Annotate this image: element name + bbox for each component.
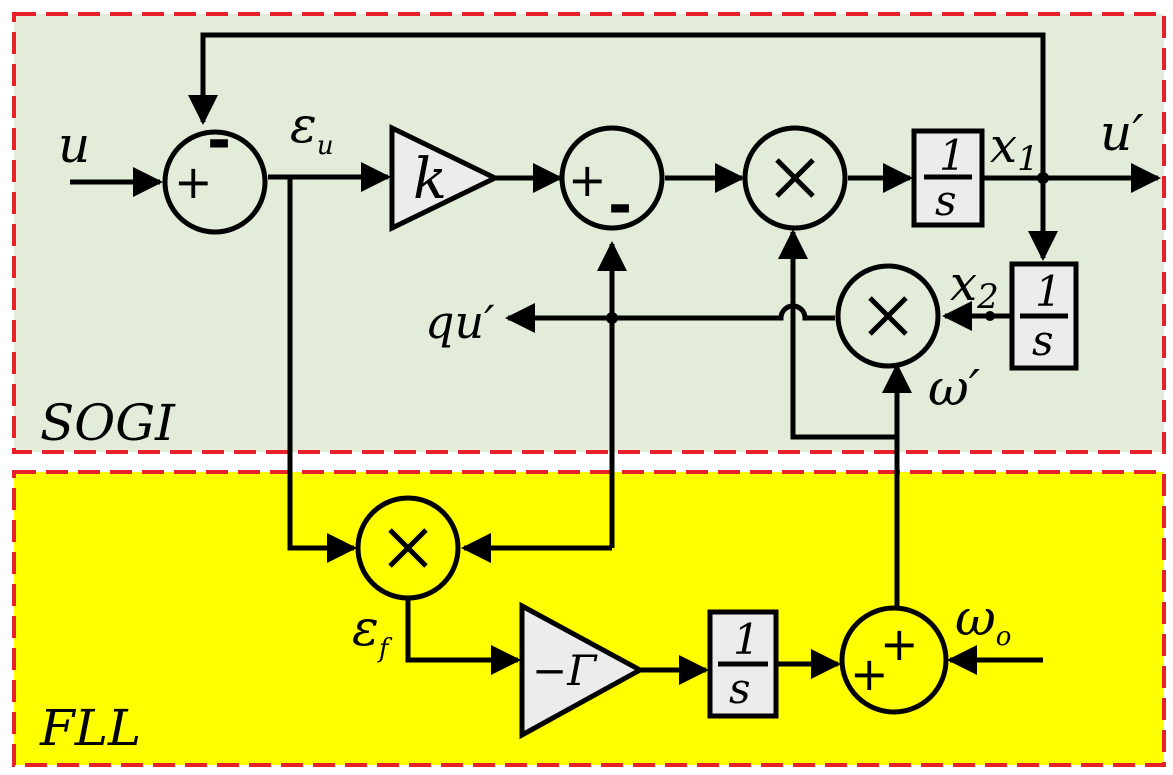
fll-integrator-denominator: s	[729, 664, 751, 713]
second-sum-plus-sign: +	[568, 153, 607, 207]
omega-estimate-label: ω′	[928, 359, 981, 417]
wire-feedback-top	[188, 32, 1046, 178]
fll-region	[12, 470, 1166, 767]
sogi-region	[12, 12, 1166, 454]
wire-omega-to-multiplier	[778, 229, 897, 440]
fll-multiplier-cross-b	[388, 528, 428, 568]
fll-sum-plus-left: +	[850, 647, 889, 701]
junction-dot-quadrature	[606, 312, 618, 324]
integrator-1-denominator: s	[935, 176, 957, 225]
omega-nominal-label: ωo	[955, 589, 1011, 652]
top-multiplier	[742, 125, 848, 231]
sogi-region-label: SOGI	[40, 394, 176, 452]
input-sum-minus-sign: -	[207, 106, 231, 174]
top-multiplier-cross-b	[775, 158, 815, 198]
quadrature-output-label: qu′	[425, 295, 495, 349]
input-sum-plus-sign: +	[174, 155, 213, 209]
second-sum-minus-sign: -	[608, 171, 632, 239]
wire-error-to-fll-multiplier	[287, 177, 357, 563]
fll-gain-label: −Γ	[532, 646, 598, 695]
gain-k-block	[389, 124, 501, 232]
input-signal-label: u	[58, 116, 90, 174]
input-summing-junction	[162, 129, 268, 235]
error-u-label: εu	[290, 96, 334, 161]
junction-dot-x2	[985, 311, 995, 321]
quadrature-multiplier-cross-b	[868, 296, 908, 336]
x2-label: x2	[950, 256, 999, 317]
x1-label: x1	[990, 118, 1039, 179]
fll-multiplier	[355, 495, 461, 601]
fll-region-label: FLL	[39, 699, 141, 757]
junction-dot-x1	[1037, 172, 1049, 184]
integrator-1-numerator: 1	[939, 131, 966, 180]
integrator-2-numerator: 1	[1035, 267, 1062, 316]
fll-sum-plus-top: +	[880, 617, 919, 671]
fll-gain-block	[519, 601, 646, 740]
fll-summing-junction	[839, 605, 949, 715]
gain-k-label: k	[413, 147, 447, 212]
fll-integrator-numerator: 1	[733, 615, 760, 664]
wire-fll-multiplier-to-gain	[405, 596, 521, 675]
quadrature-multiplier	[835, 263, 941, 369]
output-signal-label: u′	[1100, 104, 1144, 162]
integrator-2-denominator: s	[1032, 316, 1054, 365]
second-summing-junction	[559, 125, 665, 231]
